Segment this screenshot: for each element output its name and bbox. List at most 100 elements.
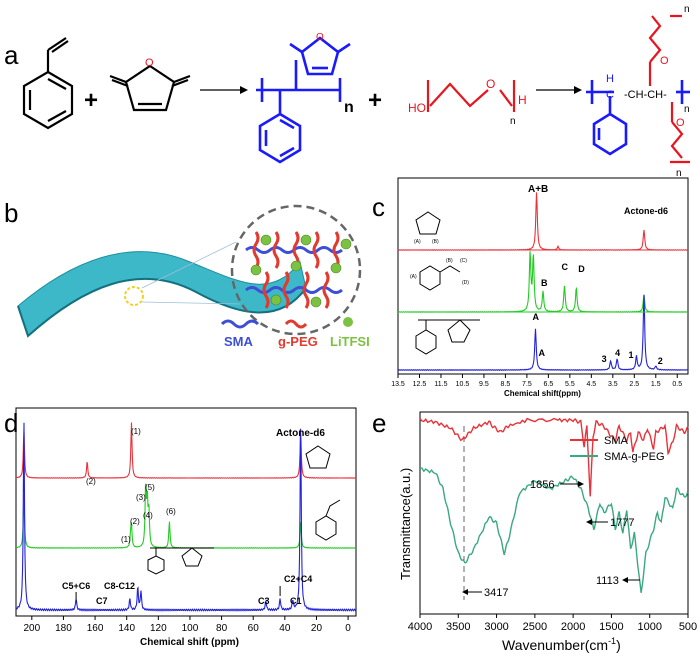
nmr1h-series-1 bbox=[397, 192, 689, 251]
panel-b-label: b bbox=[4, 198, 18, 228]
nmr1h-series-3 bbox=[397, 294, 689, 371]
panel-e-label: e bbox=[372, 408, 386, 438]
ftir-xlabel-sup: -1 bbox=[608, 636, 616, 646]
sma-mini-structure-d bbox=[147, 547, 214, 575]
ftir-xlabel-end: ) bbox=[616, 637, 621, 653]
nmr13c-series-2 bbox=[15, 483, 357, 549]
product-ch-chain: -CH-CH- bbox=[624, 89, 667, 101]
nmr1h-peak-label-4: A bbox=[538, 348, 545, 358]
nmr1h-peak-label-3: A bbox=[532, 312, 539, 322]
panel-b: b bbox=[4, 198, 370, 349]
ftir-xlabel-main: Wavenumber(cm bbox=[502, 637, 608, 653]
film-edge bbox=[17, 277, 307, 338]
plus-sign-1: + bbox=[84, 87, 98, 114]
d-blue-label-c2c4: C2+C4 bbox=[284, 574, 312, 584]
maleic-label-a: (A) bbox=[414, 239, 421, 245]
d-blue-label-c8c12: C8-C12 bbox=[104, 581, 135, 591]
nmr1h-solvent-label: Actone-d6 bbox=[624, 206, 668, 216]
nmr13c-series-1 bbox=[15, 422, 357, 479]
ftir-annotations: 1856 1777 3417 1113 bbox=[462, 479, 640, 599]
d-red-label-2: (2) bbox=[86, 477, 96, 486]
d-green-label-1: (1) bbox=[121, 535, 131, 544]
ftir-anno-3417: 3417 bbox=[484, 587, 508, 599]
nmr1h-xtick-label-11: 2.5 bbox=[629, 381, 639, 388]
sma-n-subscript: n bbox=[344, 99, 354, 116]
nmr1h-peak-label-1: C bbox=[561, 262, 568, 272]
d-red-label-1: (1) bbox=[131, 427, 141, 436]
nmr1h-xtick-label-10: 3.5 bbox=[608, 381, 618, 388]
nmr1h-xtick-label-12: 1.5 bbox=[651, 381, 661, 388]
product-n-bottom: n bbox=[676, 168, 682, 179]
styrene-mini-structure-d bbox=[315, 499, 341, 541]
nmr1h-xtick-label-5: 8.5 bbox=[501, 381, 511, 388]
ftir-anno-1113: 1113 bbox=[596, 575, 619, 587]
d-green-label-6: (6) bbox=[166, 507, 176, 516]
nmr13c-xlabel: Chemical shift (ppm) bbox=[140, 637, 239, 648]
nmr1h-xtick-label-0: 13.5 bbox=[391, 381, 405, 388]
nmr13c-frame bbox=[15, 407, 357, 617]
product-n-top: n bbox=[684, 4, 690, 15]
nmr13c-xtick-label-8: 40 bbox=[279, 623, 291, 634]
nmr1h-xtick-label-3: 10.5 bbox=[456, 381, 470, 388]
maleic-label-b: (B) bbox=[432, 239, 439, 245]
nmr13c-xtick-label-0: 200 bbox=[23, 623, 40, 634]
styrene-label-a: (A) bbox=[410, 274, 417, 280]
nmr1h-peak-label-8: 2 bbox=[658, 356, 663, 366]
maleic-mini-structure bbox=[415, 211, 441, 235]
nmr13c-xtick-label-9: 20 bbox=[311, 623, 323, 634]
product-c: C bbox=[606, 89, 614, 101]
panel-c-label: c bbox=[372, 192, 385, 222]
sma-oxygen: O bbox=[316, 32, 324, 43]
ftir-xlabel: Wavenumber(cm-1) bbox=[502, 636, 621, 653]
peg-n-subscript: n bbox=[510, 116, 516, 127]
ftir-anno-1777: 1777 bbox=[610, 517, 634, 529]
ftir-traces bbox=[419, 417, 689, 594]
peg-h: H bbox=[518, 93, 527, 107]
nmr1h-xtick-label-8: 5.5 bbox=[565, 381, 575, 388]
sma-mini-structure bbox=[415, 319, 480, 355]
d-green-label-4: (4) bbox=[143, 511, 153, 520]
ftir-anno-1856: 1856 bbox=[530, 479, 554, 491]
nmr1h-xtick-label-4: 9.5 bbox=[479, 381, 489, 388]
product-n-right: n bbox=[684, 104, 690, 115]
ftir-ylabel: Transmittance(a.u.) bbox=[398, 468, 413, 580]
nmr13c-xtick-label-6: 80 bbox=[216, 623, 228, 634]
peg-ho: HO bbox=[408, 101, 426, 115]
nmr1h-xtick-label-1: 12.5 bbox=[413, 381, 427, 388]
d-green-label-5: (5) bbox=[145, 483, 155, 492]
ftir-xtick-label-4: 2000 bbox=[561, 621, 585, 633]
styrene-label-b: (B) bbox=[446, 258, 453, 264]
ftir-xtick-label-0: 4000 bbox=[408, 621, 432, 633]
legend-gpeg-label: g-PEG bbox=[278, 334, 318, 349]
legend-gpeg: g-PEG bbox=[278, 319, 318, 349]
styrene-mini-structure bbox=[419, 265, 461, 291]
nmr1h-xtick-label-13: 0.5 bbox=[672, 381, 682, 388]
reaction-arrow-1-head bbox=[240, 86, 248, 94]
nmr1h-peak-label-6: 4 bbox=[615, 348, 620, 358]
nmr13c-xtick-label-10: 0 bbox=[345, 623, 351, 634]
styrene-label-d: (D) bbox=[462, 280, 469, 286]
d-blue-label-c1: C1 bbox=[290, 596, 302, 606]
nmr1h-top-label: A+B bbox=[528, 184, 548, 195]
zoom-spot bbox=[124, 286, 144, 306]
nmr13c-peak-labels: (1) (2) (1) (2) (3) (4) (5) (6) C5+C6 C8… bbox=[62, 427, 312, 606]
peg-structure bbox=[426, 80, 516, 112]
d-green-label-2: (2) bbox=[130, 517, 140, 526]
d-blue-label-c5c6: C5+C6 bbox=[62, 581, 90, 591]
ftir-xtick-label-3: 2500 bbox=[523, 621, 547, 633]
nmr1h-peak-label-7: 1 bbox=[628, 350, 633, 360]
product-structure: H C -CH-CH- n O O n n bbox=[586, 4, 690, 179]
nmr1h-xtick-label-2: 11.5 bbox=[434, 381, 447, 388]
maleic-oxygen: O bbox=[145, 57, 154, 69]
product-h: H bbox=[606, 73, 614, 85]
zoom-line-2 bbox=[141, 301, 241, 305]
styrene-structure bbox=[22, 37, 74, 130]
nmr1h-xtick-label-7: 6.5 bbox=[544, 381, 554, 388]
nmr1h-xtick-label-9: 4.5 bbox=[586, 381, 596, 388]
panel-a: a + O bbox=[4, 4, 690, 179]
